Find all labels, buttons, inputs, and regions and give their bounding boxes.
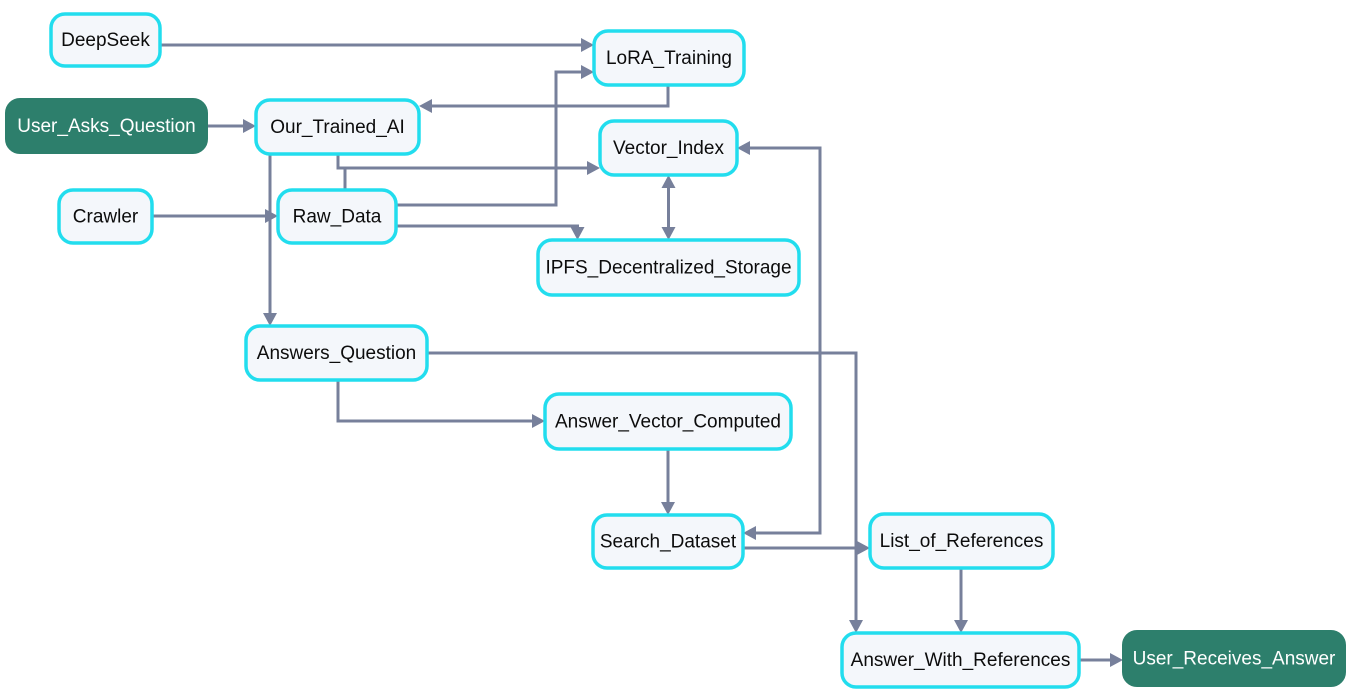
edge-arrowhead (661, 175, 676, 188)
node-vector_index[interactable]: Vector_Index (598, 119, 739, 177)
node-shape-list_of_references[interactable] (868, 512, 1055, 570)
edge-lora-training-to-our-trained-ai (419, 85, 670, 113)
node-list_of_references[interactable]: List_of_References (868, 512, 1055, 570)
edge-raw-data-to-ipfs-storage-line (396, 224, 579, 228)
edge-list-of-references-to-answer-with-references (954, 568, 968, 633)
edge-answer-with-references-to-user-receives-answer (1079, 653, 1123, 667)
edge-answers-question-to-answer-with-references-line (427, 351, 858, 620)
node-shape-user_asks_question[interactable] (5, 98, 208, 154)
edge-raw-data-to-lora-training-line (396, 70, 581, 207)
edge-arrowhead (661, 502, 675, 515)
node-shape-answers_question[interactable] (244, 324, 429, 382)
node-raw_data[interactable]: Raw_Data (276, 188, 398, 245)
node-shape-lora_training[interactable] (592, 29, 746, 87)
edge-arrowhead (587, 161, 600, 175)
edge-lora-training-to-our-trained-ai-line (432, 85, 670, 108)
edge-raw-data-to-ipfs-storage (396, 224, 585, 240)
edge-arrowhead (581, 38, 594, 52)
edge-arrowhead (243, 119, 256, 133)
node-shape-deepseek[interactable] (49, 12, 162, 68)
node-lora_training[interactable]: LoRA_Training (592, 29, 746, 87)
node-shape-vector_index[interactable] (598, 119, 739, 177)
node-shape-our_trained_ai[interactable] (254, 98, 421, 156)
edge-raw-data-to-lora-training (396, 65, 594, 207)
edge-arrowhead (737, 141, 750, 155)
edge-arrowhead (661, 227, 676, 240)
node-shape-user_receives_answer[interactable] (1122, 630, 1346, 687)
edge-arrowhead (954, 620, 968, 633)
node-shape-crawler[interactable] (57, 188, 154, 245)
edge-user-asks-question-to-our-trained-ai (207, 119, 256, 133)
edge-arrowhead (581, 65, 594, 79)
edge-arrowhead (849, 620, 863, 633)
edge-arrowhead (419, 99, 432, 113)
edge-answers-question-to-answer-with-references (427, 351, 863, 633)
node-answers_question[interactable]: Answers_Question (244, 324, 429, 382)
edge-our-trained-ai-to-answers-question (263, 154, 277, 326)
edge-search-dataset-to-list-of-references (743, 541, 870, 555)
edge-vector-index-to-search-dataset-line (750, 146, 822, 535)
node-user_asks_question[interactable]: User_Asks_Question (5, 98, 208, 154)
edge-answers-question-to-answer-vector-computed (336, 380, 545, 428)
edge-our-trained-ai-to-vector-index-line (336, 154, 587, 170)
node-deepseek[interactable]: DeepSeek (49, 12, 162, 68)
node-answer_vector_computed[interactable]: Answer_Vector_Computed (543, 392, 793, 451)
edge-vector-index-to-search-dataset (737, 141, 822, 540)
node-search_dataset[interactable]: Search_Dataset (591, 513, 745, 570)
node-shape-raw_data[interactable] (276, 188, 398, 245)
edge-arrowhead (532, 414, 545, 428)
edge-our-trained-ai-to-vector-index (336, 154, 600, 175)
node-shape-search_dataset[interactable] (591, 513, 745, 570)
edge-arrowhead (263, 313, 277, 326)
node-user_receives_answer[interactable]: User_Receives_Answer (1122, 630, 1346, 687)
node-shape-ipfs_decentralized_storage[interactable] (536, 238, 801, 297)
node-shape-answer_with_references[interactable] (840, 631, 1081, 689)
edge-arrowhead (857, 541, 870, 555)
node-our_trained_ai[interactable]: Our_Trained_AI (254, 98, 421, 156)
edge-arrowhead (743, 526, 756, 540)
node-ipfs_decentralized_storage[interactable]: IPFS_Decentralized_Storage (536, 238, 801, 297)
edge-arrowhead (570, 227, 585, 240)
node-crawler[interactable]: Crawler (57, 188, 154, 245)
edge-deepseek-to-lora-training (160, 38, 594, 52)
node-shape-answer_vector_computed[interactable] (543, 392, 793, 451)
node-answer_with_references[interactable]: Answer_With_References (840, 631, 1081, 689)
edge-crawler-to-raw-data (152, 209, 278, 223)
edge-arrowhead (1110, 653, 1123, 667)
edge-vector-index-to-ipfs-storage (661, 175, 676, 240)
edge-answer-vector-computed-to-search-dataset (661, 449, 675, 515)
edge-answers-question-to-answer-vector-computed-line (336, 380, 532, 423)
